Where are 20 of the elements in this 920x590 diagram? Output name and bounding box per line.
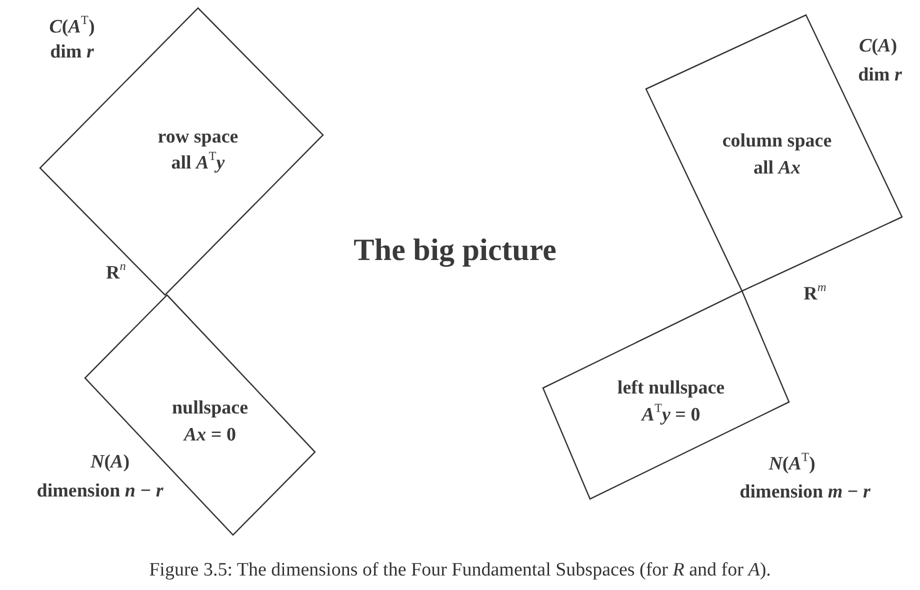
space-label: R$^{m}$ [804, 284, 826, 306]
subspace-formula: all Ax [754, 158, 800, 180]
subspace-symbol: C(A$^{T}$) [49, 18, 95, 38]
figure-caption: Figure 3.5: The dimensions of the Four Fundamental Subspaces (for R and for A). [149, 560, 771, 582]
space-label: R$^{n}$ [106, 264, 126, 284]
dimension-label: dim r [858, 66, 902, 86]
diagram-title: The big picture [354, 232, 556, 268]
subspace-symbol: N(A) [90, 452, 130, 474]
subspace-name: nullspace [172, 398, 248, 420]
subspace-name: left nullspace [617, 378, 725, 400]
subspace-symbol: C(A) [858, 36, 898, 58]
subspace-name: row space [158, 128, 238, 148]
dimension-label: dimension n − r [36, 482, 164, 502]
dimension-label: dim r [50, 42, 94, 64]
subspace-formula: A$^{T}$y = 0 [642, 406, 700, 426]
subspace-formula: Ax = 0 [184, 426, 236, 446]
subspace-formula: all A$^{T}$y [171, 154, 225, 174]
dimension-label: dimension m − r [740, 482, 870, 504]
subspace-name: column space [722, 132, 832, 152]
subspace-symbol: N(A$^{T}$) [768, 454, 816, 476]
